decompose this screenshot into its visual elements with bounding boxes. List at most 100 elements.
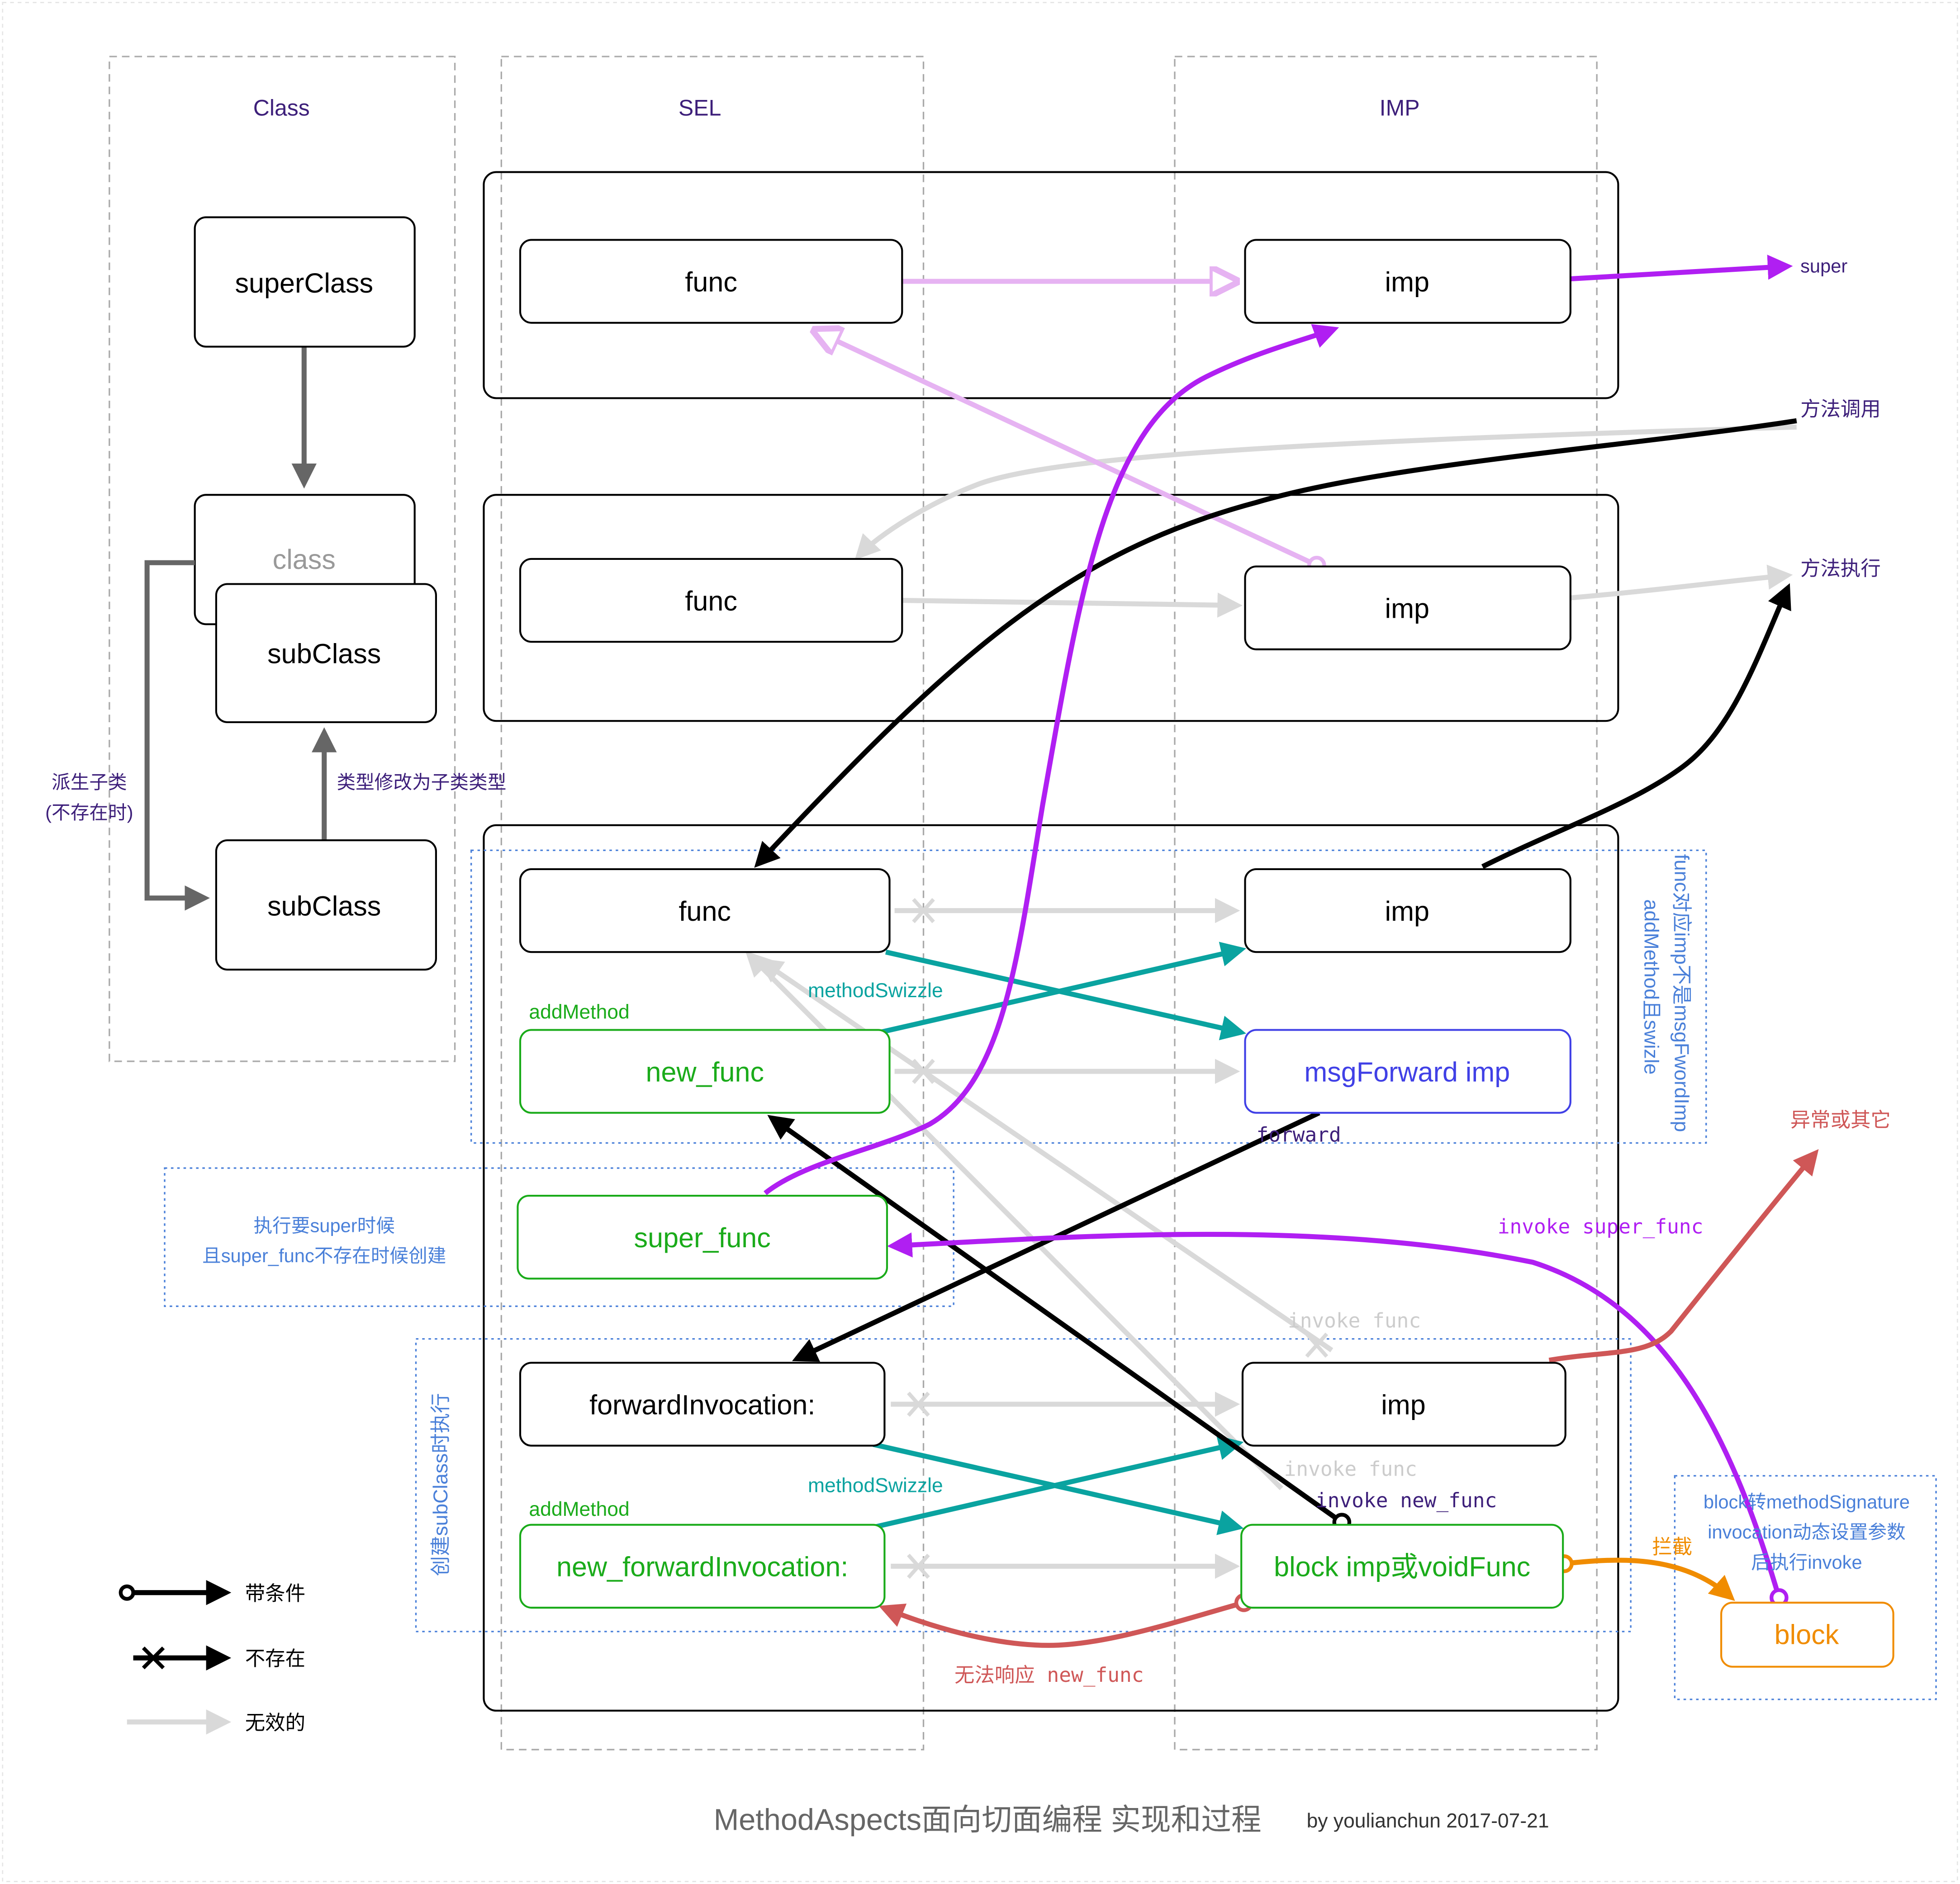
group3-func-label: func [679, 896, 731, 927]
superclass-label: superClass [235, 268, 373, 298]
derive-subclass-arrow [144, 560, 210, 911]
block-note-line1: block转methodSignature [1704, 1491, 1910, 1513]
super-label: super [1800, 256, 1847, 277]
super-note-line2: 且super_func不存在时候创建 [202, 1245, 446, 1266]
method-exec-label: 方法执行 [1800, 558, 1881, 580]
new-func-label: new_func [645, 1056, 764, 1087]
super-region [164, 1167, 954, 1307]
invoke-super-func-label: invoke super_func [1498, 1215, 1704, 1238]
legend-conditional-label: 带条件 [245, 1582, 305, 1605]
add-method-label-1: addMethod [529, 1001, 629, 1023]
super-note-line1: 执行要super时候 [253, 1215, 394, 1236]
group2-imp-label: imp [1385, 593, 1429, 624]
super-func-box[interactable] [517, 1194, 888, 1280]
subclass-box-top[interactable] [215, 583, 437, 724]
imp-column [1174, 56, 1598, 1751]
legend-invalid-label: 无效的 [245, 1712, 305, 1734]
super-func-to-imp-arrow [764, 324, 1339, 1195]
class-label: class [273, 544, 336, 575]
subclass-bottom-label: subClass [267, 891, 381, 922]
sel-column [500, 56, 925, 1751]
block-imp-label: block imp或voidFunc [1274, 1552, 1530, 1582]
block-note-line2: invocation动态设置参数 [1708, 1521, 1906, 1543]
legend-not-exist-label: 不存在 [245, 1648, 305, 1670]
create-subclass-note: 创建subClass时执行 [430, 1393, 452, 1576]
group3-func-box[interactable] [519, 868, 891, 953]
method-call-arrow [754, 418, 1797, 868]
block-imp-box[interactable] [1240, 1524, 1564, 1609]
lower-imp-label: imp [1381, 1389, 1425, 1420]
exception-label: 异常或其它 [1790, 1109, 1891, 1131]
group1-func-box[interactable] [519, 239, 903, 324]
intercept-label: 拦截 [1652, 1536, 1692, 1558]
exception-arrow [1548, 1149, 1819, 1363]
method-call-label: 方法调用 [1800, 398, 1881, 420]
group2-func-box[interactable] [519, 558, 903, 643]
derive-label-line2: (不存在时) [45, 802, 133, 823]
type-change-label: 类型修改为子类类型 [337, 772, 507, 793]
group1-imp-label: imp [1385, 266, 1429, 297]
group2-func-label: func [685, 586, 737, 616]
invoke-func-arrow-1 [757, 958, 1334, 1353]
swizzle-note-line1: func对应imp不是msgFwordImp [1670, 854, 1692, 1132]
imp-to-super-func-arrow [816, 331, 1318, 568]
class-column-label: Class [253, 95, 310, 121]
block-box[interactable] [1720, 1601, 1894, 1668]
swizzle-newfunc-imp [879, 942, 1247, 1035]
invoke-new-func-arrow [767, 1115, 1343, 1524]
swizzle-newforward-imp [873, 1435, 1244, 1530]
invoke-new-func-label: invoke new_func [1315, 1489, 1497, 1512]
subclass-box-bottom[interactable] [215, 839, 437, 971]
footer-byline: by youlianchun 2017-07-21 [1307, 1810, 1549, 1832]
block-note-line3: 后执行invoke [1751, 1552, 1862, 1573]
group-class [483, 494, 1619, 722]
method-swizzle-label-2: methodSwizzle [808, 1474, 943, 1496]
group2-func-imp-arrow [902, 592, 1243, 618]
group1-func-label: func [685, 266, 737, 297]
invoke-func-label-1: invoke func [1288, 1310, 1421, 1333]
cannot-respond-arrow [878, 1600, 1245, 1648]
derive-label-line1: 派生子类 [52, 772, 127, 793]
method-swizzle-label-1: methodSwizzle [808, 980, 943, 1002]
group1-imp-box[interactable] [1244, 239, 1571, 324]
imp-column-label: IMP [1380, 95, 1420, 121]
superclass-box[interactable] [194, 216, 416, 348]
legend-conditional-dot [119, 1584, 135, 1601]
forward-invocation-label: forwardInvocation: [589, 1389, 815, 1420]
swizzle-region [470, 849, 1707, 1144]
footer-title: MethodAspects面向切面编程 实现和过程 [714, 1804, 1262, 1837]
group2-imp-box[interactable] [1244, 565, 1571, 650]
imp-to-super-arrow [1570, 255, 1793, 282]
msg-forward-imp-label: msgForward imp [1304, 1056, 1510, 1087]
msg-forward-imp-box[interactable] [1244, 1029, 1571, 1114]
add-method-label-2: addMethod [529, 1498, 629, 1520]
group-superclass [483, 171, 1619, 399]
class-column [109, 56, 456, 1062]
group-subclass [483, 824, 1619, 1712]
group3-imp-box[interactable] [1244, 868, 1571, 953]
block-label: block [1775, 1619, 1839, 1650]
super-func-label: super_func [634, 1222, 771, 1253]
method-call-invalid-arrow [854, 424, 1797, 560]
swizzle-note-line2: addMethod且swizle [1640, 899, 1662, 1075]
intercept-arrow [1564, 1557, 1735, 1601]
forward-invocation-box[interactable] [519, 1362, 886, 1447]
x-marks [907, 898, 1329, 1579]
forward-label: forward [1257, 1124, 1341, 1147]
method-exec-arrow [1481, 583, 1791, 869]
new-func-box[interactable] [519, 1029, 891, 1114]
new-forward-invocation-box[interactable] [519, 1524, 886, 1609]
group3-imp-label: imp [1385, 896, 1429, 927]
block-region [1674, 1475, 1937, 1700]
invoke-super-func-arrow [887, 1231, 1782, 1599]
subclass-top-label: subClass [267, 638, 381, 669]
legend-not-exist-x2 [142, 1646, 165, 1670]
cannot-respond-label: 无法响应 new_func [954, 1664, 1144, 1687]
lower-imp-box[interactable] [1241, 1362, 1566, 1447]
new-forward-invocation-label: new_forwardInvocation: [556, 1552, 848, 1582]
method-exec-invalid-arrow [1570, 564, 1793, 601]
invoke-func-label-2: invoke func [1284, 1458, 1417, 1481]
